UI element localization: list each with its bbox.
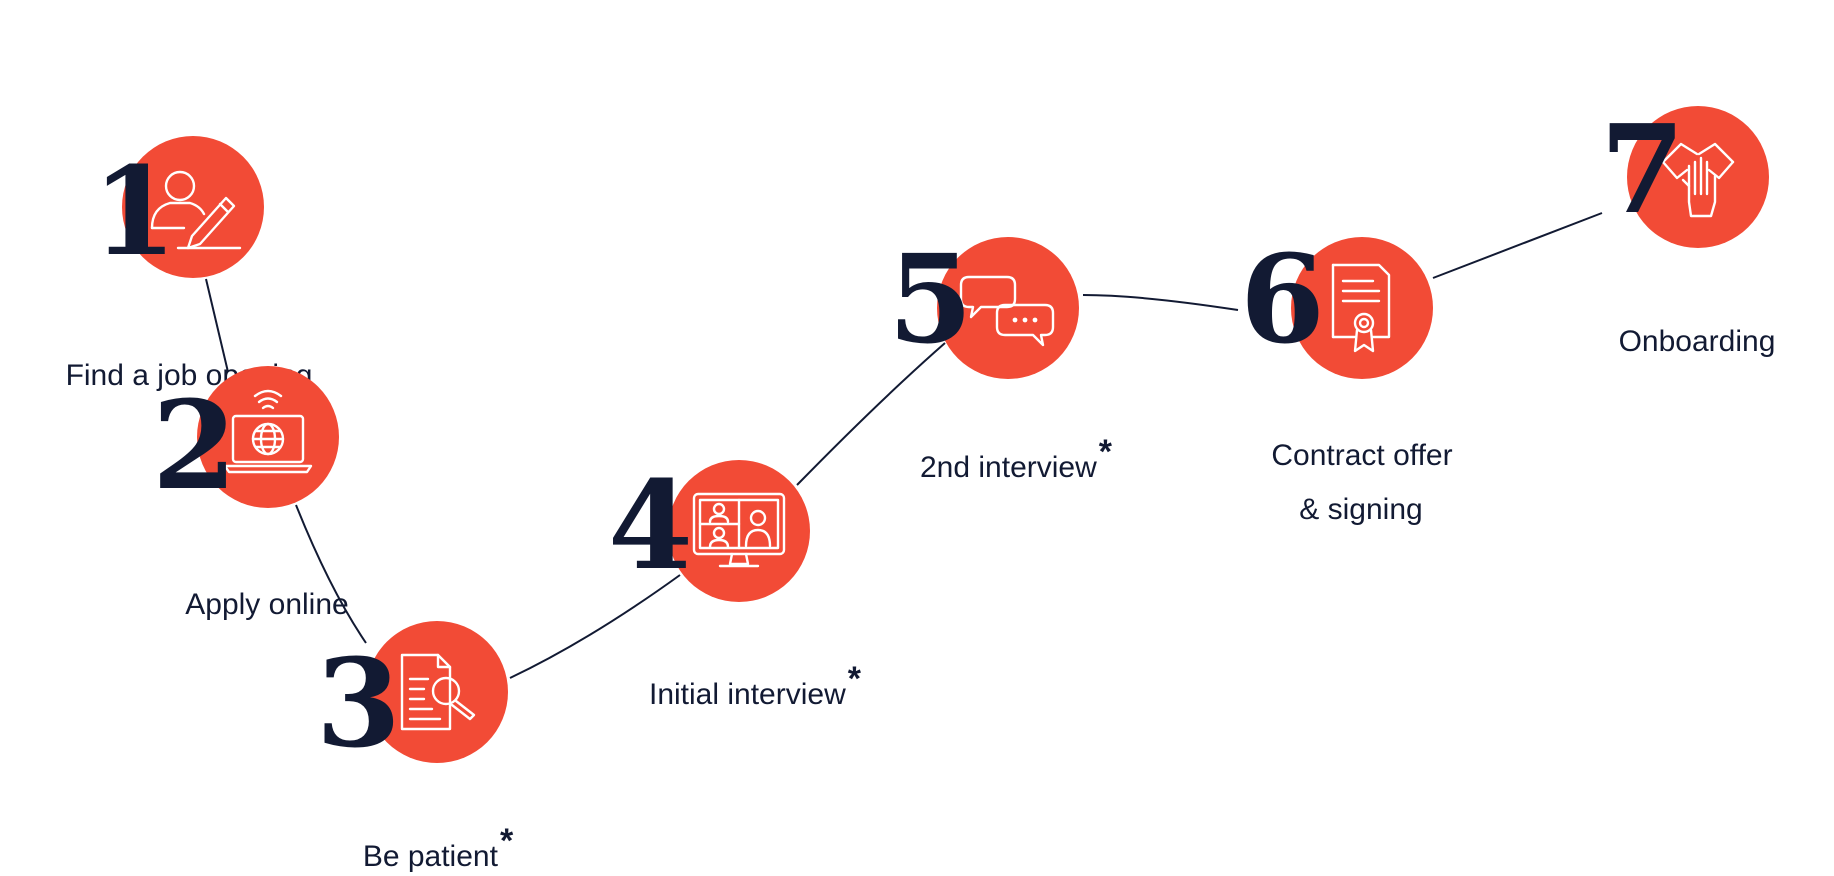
connector-2-3 — [295, 504, 367, 644]
connector-6-7 — [1432, 212, 1603, 279]
connector-path — [205, 212, 1603, 679]
connector-3-4 — [509, 574, 681, 679]
connector-5-6 — [1082, 294, 1239, 311]
hiring-process-diagram: 1 Find a job opening — [66, 106, 1775, 873]
connector-1-2 — [205, 278, 229, 373]
step-3-label-text: Be patient — [362, 840, 498, 873]
connector-4-5 — [796, 342, 946, 486]
